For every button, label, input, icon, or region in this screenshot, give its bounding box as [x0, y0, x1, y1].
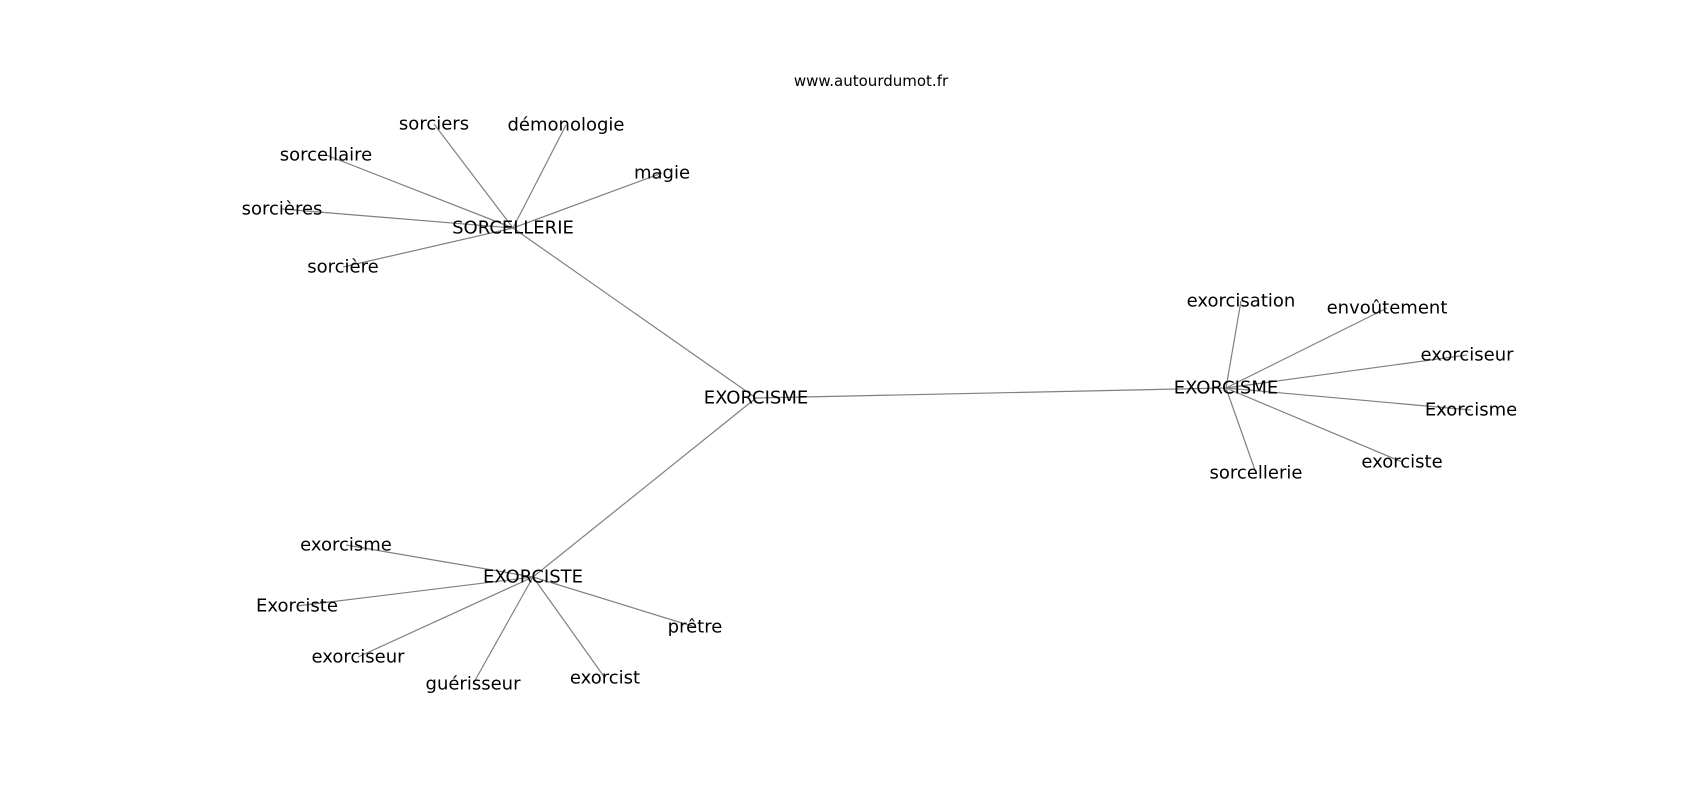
- edge-center-exorciste_hub: [532, 397, 757, 578]
- node-label-t5: exorcist: [570, 668, 640, 689]
- edge-sorcellerie_hub-s5: [281, 208, 514, 229]
- edge-sorcellerie_hub-s2: [512, 124, 567, 229]
- node-label-t4: guérisseur: [426, 674, 522, 695]
- node-label-e1: exorcisation: [1187, 291, 1296, 312]
- node-label-s2: démonologie: [508, 115, 625, 136]
- node-label-s5: sorcières: [242, 199, 323, 220]
- node-label-e6: sorcellerie: [1210, 463, 1303, 484]
- edge-center-sorcellerie_hub: [512, 227, 757, 399]
- edges-layer: [281, 123, 1472, 685]
- labels-layer: EXORCISME SORCELLERIE EXORCISME EXORCISTE so…: [242, 114, 1518, 695]
- node-label-t2: Exorciste: [256, 596, 338, 617]
- edge-exorcisme_hub-e6: [1225, 387, 1257, 474]
- node-label-e3: exorciseur: [1420, 345, 1514, 366]
- edge-exorcisme_hub-e1: [1225, 300, 1242, 389]
- node-label-e2: envoûtement: [1327, 298, 1448, 319]
- edge-exorcisme_hub-e5: [1225, 387, 1403, 463]
- node-label-exorciste_hub: EXORCISTE: [483, 567, 583, 588]
- node-label-sorcellerie_hub: SORCELLERIE: [452, 218, 574, 239]
- node-label-s1: sorciers: [399, 114, 469, 135]
- edge-sorcellerie_hub-s4: [325, 154, 514, 229]
- edge-exorcisme_hub-e4: [1225, 387, 1472, 411]
- node-label-t6: prêtre: [668, 617, 723, 638]
- edge-sorcellerie_hub-s1: [433, 123, 514, 229]
- edge-exorcisme_hub-e2: [1225, 307, 1388, 389]
- edge-exorciste_hub-t2: [296, 576, 534, 607]
- node-label-center: EXORCISME: [704, 388, 809, 409]
- edge-exorciste_hub-t6: [532, 576, 696, 628]
- edge-exorciste_hub-t3: [357, 576, 534, 658]
- edge-sorcellerie_hub-s3: [512, 172, 663, 229]
- edge-center-exorcisme_hub: [755, 387, 1227, 399]
- edge-exorciste_hub-t4: [472, 576, 534, 685]
- edge-sorcellerie_hub-s6: [342, 227, 514, 268]
- watermark-title: www.autourdumot.fr: [793, 72, 949, 90]
- node-label-e4: Exorcisme: [1425, 400, 1517, 421]
- node-label-e5: exorciste: [1361, 452, 1442, 473]
- node-label-s4: sorcellaire: [280, 145, 372, 166]
- node-label-t3: exorciseur: [311, 647, 405, 668]
- node-label-s6: sorcière: [307, 257, 378, 278]
- edge-exorcisme_hub-e3: [1225, 354, 1468, 389]
- edge-exorciste_hub-t5: [532, 576, 606, 679]
- node-label-exorcisme_hub: EXORCISME: [1174, 378, 1279, 399]
- node-label-t1: exorcisme: [300, 535, 392, 556]
- node-label-s3: magie: [634, 163, 690, 184]
- edge-exorciste_hub-t1: [345, 544, 534, 578]
